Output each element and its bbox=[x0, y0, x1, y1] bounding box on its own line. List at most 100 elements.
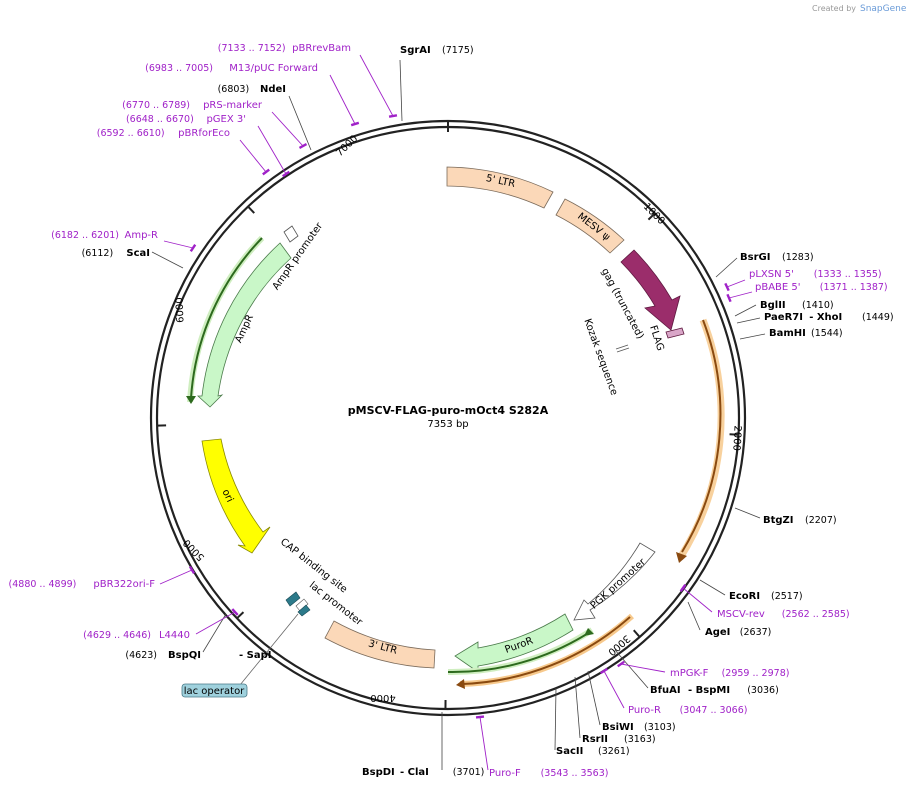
lac-operator-label: lac operator bbox=[184, 686, 245, 697]
pgk-promoter-feature[interactable] bbox=[573, 542, 656, 621]
leader-line bbox=[479, 716, 489, 771]
enzyme-position[interactable]: (3163) bbox=[624, 734, 656, 745]
leader-line bbox=[687, 601, 701, 631]
primer-position[interactable]: (1333 .. 1355) bbox=[814, 269, 882, 280]
enzyme-label[interactable]: BsiWI bbox=[602, 722, 634, 733]
enzyme-position[interactable]: (3261) bbox=[598, 746, 630, 757]
enzyme-position[interactable]: (6112) bbox=[82, 248, 114, 259]
primer-position[interactable]: (6182 .. 6201) bbox=[51, 230, 119, 241]
enzyme-label[interactable]: PaeR7I bbox=[764, 312, 803, 323]
ltr5-feature[interactable] bbox=[446, 166, 554, 209]
site-marker bbox=[679, 584, 687, 592]
primer-label[interactable]: mPGK-F bbox=[670, 668, 709, 679]
primer-label[interactable]: Puro-F bbox=[489, 768, 521, 779]
site-marker bbox=[726, 293, 732, 303]
leader-line bbox=[163, 240, 194, 249]
enzyme-position[interactable]: (1410) bbox=[802, 300, 834, 311]
site-marker bbox=[475, 715, 485, 719]
primer-label[interactable]: M13/pUC Forward bbox=[229, 63, 318, 74]
features: 5' LTR MESV ψ gag (truncated) FLAG Kozak… bbox=[181, 166, 725, 698]
ltr3-feature[interactable] bbox=[324, 620, 436, 669]
primer-position[interactable]: (2959 .. 2978) bbox=[722, 668, 790, 679]
primer-label[interactable]: pBABE 5' bbox=[755, 282, 801, 293]
enzyme-label-extra[interactable]: - BspMI bbox=[688, 685, 730, 696]
primer-position[interactable]: (4880 .. 4899) bbox=[9, 579, 77, 590]
primer-position[interactable]: (7133 .. 7152) bbox=[218, 43, 286, 54]
enzyme-label[interactable]: BspDI bbox=[362, 767, 395, 778]
enzyme-position[interactable]: (1544) bbox=[811, 328, 843, 339]
tick-mark bbox=[632, 629, 641, 638]
enzyme-label[interactable]: BtgZI bbox=[763, 515, 794, 526]
primer-label[interactable]: pGEX 3' bbox=[206, 114, 246, 125]
cap-binding-site-feature[interactable] bbox=[285, 591, 301, 607]
leader-line bbox=[554, 687, 557, 751]
enzyme-position[interactable]: (2517) bbox=[771, 591, 803, 602]
leader-line bbox=[620, 663, 666, 673]
ori-feature[interactable] bbox=[201, 438, 271, 554]
enzyme-position[interactable]: (3103) bbox=[644, 722, 676, 733]
enzyme-position[interactable]: (7175) bbox=[442, 45, 474, 56]
primer-label[interactable]: pLXSN 5' bbox=[749, 269, 794, 280]
primer-label[interactable]: pBR322ori-F bbox=[93, 579, 155, 590]
enzyme-label[interactable]: BsrGI bbox=[740, 252, 770, 263]
leader-line bbox=[739, 333, 766, 340]
enzyme-label[interactable]: BamHI bbox=[769, 328, 806, 339]
primer-label[interactable]: pBRrevBam bbox=[292, 43, 351, 54]
lac-operator-feature[interactable] bbox=[297, 604, 311, 617]
enzyme-label[interactable]: SacII bbox=[556, 746, 583, 757]
gag-truncated-feature[interactable] bbox=[620, 249, 681, 331]
primer-position[interactable]: (3543 .. 3563) bbox=[541, 768, 609, 779]
primer-label[interactable]: pRS-marker bbox=[203, 100, 263, 111]
leader-line bbox=[151, 251, 184, 269]
enzyme-position[interactable]: (2637) bbox=[740, 627, 772, 638]
enzyme-label[interactable]: SgrAI bbox=[400, 45, 431, 56]
primer-label[interactable]: Amp-R bbox=[125, 230, 159, 241]
puror-feature[interactable] bbox=[454, 613, 574, 673]
enzyme-position[interactable]: (1449) bbox=[862, 312, 894, 323]
enzyme-position[interactable]: (6803) bbox=[218, 84, 250, 95]
ampr-promoter-feature[interactable] bbox=[283, 225, 299, 243]
primer-position[interactable]: (6770 .. 6789) bbox=[122, 100, 190, 111]
enzyme-position[interactable]: (1283) bbox=[782, 252, 814, 263]
primer-label[interactable]: L4440 bbox=[159, 630, 190, 641]
enzyme-label[interactable]: NdeI bbox=[260, 84, 286, 95]
lac-operator-badge[interactable] bbox=[181, 683, 248, 698]
ampr-feature[interactable] bbox=[196, 242, 292, 408]
primer-position[interactable]: (1371 .. 1387) bbox=[820, 282, 888, 293]
primer-label[interactable]: MSCV-rev bbox=[717, 609, 765, 620]
enzyme-label-extra[interactable]: - SapI bbox=[239, 650, 271, 661]
enzyme-label[interactable]: RsrII bbox=[582, 734, 608, 745]
tick-label: 7000 bbox=[334, 133, 360, 159]
primer-label[interactable]: Puro-R bbox=[628, 705, 661, 716]
primer-position[interactable]: (6648 .. 6670) bbox=[126, 114, 194, 125]
enzyme-position[interactable]: (3701) bbox=[453, 767, 485, 778]
enzyme-label[interactable]: ScaI bbox=[126, 248, 150, 259]
primer-position[interactable]: (6983 .. 7005) bbox=[145, 63, 213, 74]
leader-line bbox=[329, 74, 356, 125]
primer-label[interactable]: pBRforEco bbox=[178, 128, 230, 139]
enzyme-label[interactable]: AgeI bbox=[705, 627, 730, 638]
mesv-psi-feature[interactable] bbox=[555, 198, 625, 254]
enzyme-position[interactable]: (3036) bbox=[747, 685, 779, 696]
lac-promoter-feature[interactable] bbox=[295, 598, 309, 612]
enzyme-label[interactable]: BspQI bbox=[168, 650, 201, 661]
watermark-text: Created by bbox=[812, 4, 856, 13]
enzyme-label-extra[interactable]: - ClaI bbox=[400, 767, 429, 778]
enzyme-label[interactable]: BfuAI bbox=[650, 685, 681, 696]
flag-feature[interactable] bbox=[665, 327, 685, 339]
enzyme-position[interactable]: (2207) bbox=[805, 515, 837, 526]
enzyme-label-extra[interactable]: - XhoI bbox=[809, 312, 842, 323]
primer-position[interactable]: (6592 .. 6610) bbox=[97, 128, 165, 139]
primer-position[interactable]: (3047 .. 3066) bbox=[680, 705, 748, 716]
moct4-orf-feature[interactable] bbox=[677, 318, 725, 560]
primer-position[interactable]: (4629 .. 4646) bbox=[83, 630, 151, 641]
watermark-brand: SnapGene bbox=[860, 4, 907, 14]
tick-label: 4000 bbox=[370, 692, 395, 703]
enzyme-label[interactable]: EcoRI bbox=[729, 591, 760, 602]
enzyme-label[interactable]: BglII bbox=[760, 300, 786, 311]
flag-label: FLAG bbox=[647, 324, 665, 352]
enzyme-position[interactable]: (4623) bbox=[125, 650, 157, 661]
site-marker bbox=[350, 121, 360, 127]
primer-position[interactable]: (2562 .. 2585) bbox=[782, 609, 850, 620]
